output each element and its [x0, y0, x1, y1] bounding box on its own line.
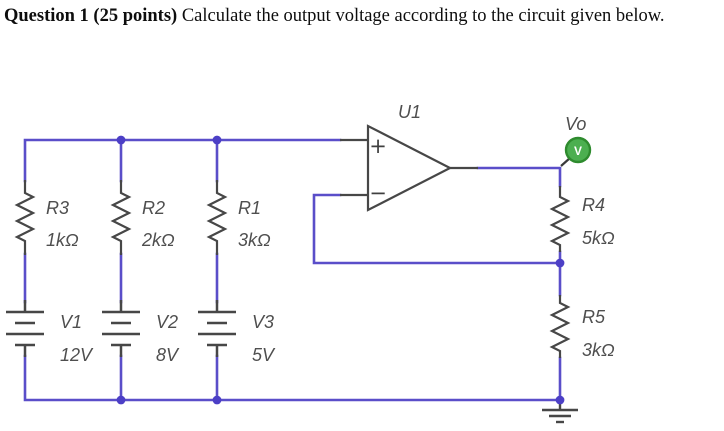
wire-feedback [312, 193, 562, 265]
junction-dot [116, 135, 126, 145]
battery-v1: V1 12V [6, 300, 94, 365]
battery-v3: V3 5V [198, 300, 276, 365]
resistor-value: 3kΩ [582, 340, 615, 360]
resistor-symbol [14, 180, 36, 255]
opamp-u1: + − U1 [340, 102, 478, 212]
junction-dot [212, 135, 222, 145]
resistor-symbol [206, 180, 228, 255]
question-text: Calculate the output voltage according t… [177, 6, 665, 26]
source-ref: V3 [252, 312, 274, 332]
resistor-value: 2kΩ [141, 230, 175, 250]
source-value: 8V [156, 345, 180, 365]
resistor-r5: R5 3kΩ [549, 295, 615, 360]
wire-output [476, 166, 562, 188]
resistor-ref: R2 [142, 198, 165, 218]
resistor-value: 1kΩ [46, 230, 79, 250]
question-number-points: Question 1 (25 points) [4, 6, 178, 26]
resistor-ref: R4 [582, 195, 605, 215]
resistor-r1: R1 3kΩ [206, 180, 271, 255]
junction-dot [555, 258, 565, 268]
voltmeter-probe-icon [564, 136, 592, 164]
wires [23, 138, 562, 402]
resistor-ref: R3 [46, 198, 69, 218]
junction-dot [212, 395, 222, 405]
source-ref: V1 [60, 312, 82, 332]
opamp-ref: U1 [398, 102, 421, 122]
resistor-ref: R5 [582, 307, 606, 327]
probe-label: Vo [565, 114, 586, 134]
voltage-probe: V Vo [560, 114, 592, 167]
resistor-symbol [549, 295, 571, 358]
opamp-minus-sign: − [369, 181, 387, 205]
resistor-r3: R3 1kΩ [14, 180, 79, 255]
question-title: Question 1 (25 points) Calculate the out… [4, 5, 722, 28]
source-ref: V2 [156, 312, 178, 332]
junction-dot [116, 395, 126, 405]
resistor-value: 3kΩ [238, 230, 271, 250]
wire-top-rail [23, 138, 342, 183]
resistor-ref: R1 [238, 198, 261, 218]
resistor-symbol [549, 186, 571, 252]
junction-dots [116, 135, 565, 405]
resistor-r2: R2 2kΩ [110, 180, 175, 255]
resistor-r4: R4 5kΩ [549, 186, 615, 252]
probe-lead [560, 157, 571, 167]
source-value: 12V [60, 345, 94, 365]
resistor-value: 5kΩ [582, 228, 615, 248]
opamp-plus-sign: + [369, 134, 387, 158]
battery-v2: V2 8V [102, 300, 180, 365]
source-value: 5V [252, 345, 276, 365]
opamp-triangle [366, 124, 453, 212]
junction-dot [555, 395, 565, 405]
resistor-symbol [110, 180, 132, 255]
voltmeter-glyph: V [574, 144, 582, 158]
wire-bottom-rail [23, 354, 562, 402]
